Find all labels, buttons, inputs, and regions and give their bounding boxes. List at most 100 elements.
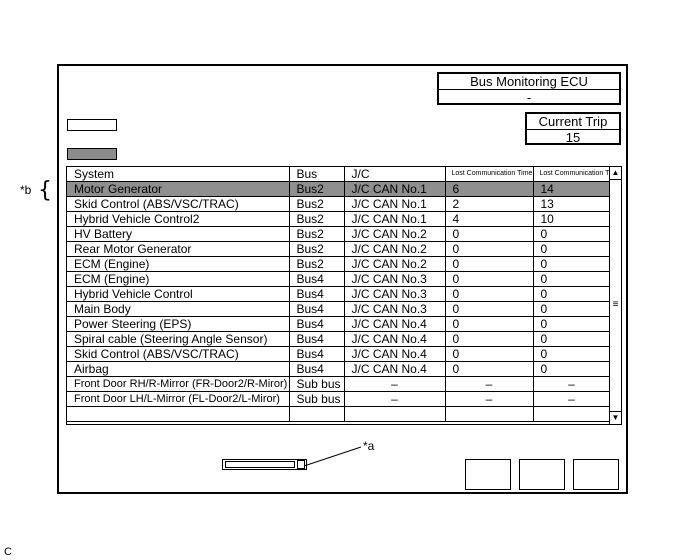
table-row[interactable]: Motor Generator Bus2 J/C CAN No.1 6 14 bbox=[67, 181, 611, 197]
cell-lost-trip: 14 bbox=[533, 181, 611, 197]
cell-lost-time bbox=[445, 406, 534, 422]
cell-system: Main Body bbox=[67, 301, 290, 317]
communication-grid: System Bus J/C Lost Communication Time (… bbox=[67, 167, 611, 422]
cell-lost-time: 0 bbox=[445, 316, 534, 332]
function-button-3[interactable] bbox=[573, 459, 619, 490]
cell-jc: – bbox=[344, 376, 446, 392]
blank-white-button[interactable] bbox=[67, 119, 117, 131]
cell-jc: J/C CAN No.3 bbox=[344, 286, 446, 302]
cell-jc: J/C CAN No.1 bbox=[344, 181, 446, 197]
cell-bus: Bus2 bbox=[289, 211, 345, 227]
cell-bus: Bus4 bbox=[289, 346, 345, 362]
cell-system: Front Door RH/R-Mirror (FR-Door2/R-Miror… bbox=[67, 376, 290, 392]
cell-bus: Bus4 bbox=[289, 301, 345, 317]
cell-bus: Bus4 bbox=[289, 361, 345, 377]
cell-lost-time: 4 bbox=[445, 211, 534, 227]
cell-jc: – bbox=[344, 391, 446, 407]
header-bus[interactable]: Bus bbox=[289, 167, 345, 182]
table-header-row: System Bus J/C Lost Communication Time (… bbox=[67, 167, 611, 182]
cell-jc: J/C CAN No.2 bbox=[344, 226, 446, 242]
cell-bus bbox=[289, 406, 345, 422]
cell-lost-time: – bbox=[445, 376, 534, 392]
header-jc[interactable]: J/C bbox=[344, 167, 446, 182]
cell-system bbox=[67, 406, 290, 422]
table-row[interactable]: Skid Control (ABS/VSC/TRAC) Bus2 J/C CAN… bbox=[67, 196, 611, 212]
table-row[interactable]: Hybrid Vehicle Control2 Bus2 J/C CAN No.… bbox=[67, 211, 611, 227]
callout-a-label: *a bbox=[363, 439, 375, 453]
cell-jc: J/C CAN No.2 bbox=[344, 256, 446, 272]
cell-system: Hybrid Vehicle Control bbox=[67, 286, 290, 302]
cell-lost-time: 0 bbox=[445, 331, 534, 347]
cell-jc: J/C CAN No.4 bbox=[344, 331, 446, 347]
cell-jc: J/C CAN No.4 bbox=[344, 346, 446, 362]
cell-jc: J/C CAN No.1 bbox=[344, 211, 446, 227]
scroll-up-arrow-icon[interactable]: ▲ bbox=[611, 168, 620, 177]
scroll-grip-icon[interactable]: ≡ bbox=[612, 299, 619, 310]
table-row[interactable]: ECM (Engine) Bus4 J/C CAN No.3 0 0 bbox=[67, 271, 611, 287]
table-row[interactable]: Front Door RH/R-Mirror (FR-Door2/R-Miror… bbox=[67, 376, 611, 392]
current-trip-value: 15 bbox=[565, 130, 581, 145]
cell-bus: Bus2 bbox=[289, 196, 345, 212]
table-row[interactable]: Spiral cable (Steering Angle Sensor) Bus… bbox=[67, 331, 611, 347]
table-row[interactable]: Main Body Bus4 J/C CAN No.3 0 0 bbox=[67, 301, 611, 317]
table-row[interactable]: Hybrid Vehicle Control Bus4 J/C CAN No.3… bbox=[67, 286, 611, 302]
communication-table: System Bus J/C Lost Communication Time (… bbox=[66, 166, 622, 425]
cell-bus: Sub bus bbox=[289, 391, 345, 407]
cell-lost-time: 0 bbox=[445, 286, 534, 302]
cell-bus: Bus4 bbox=[289, 271, 345, 287]
horizontal-slider[interactable] bbox=[222, 459, 307, 470]
cell-jc: J/C CAN No.4 bbox=[344, 316, 446, 332]
current-trip-title: Current Trip bbox=[527, 114, 619, 130]
cell-bus: Bus4 bbox=[289, 286, 345, 302]
cell-system: Hybrid Vehicle Control2 bbox=[67, 211, 290, 227]
cell-system: HV Battery bbox=[67, 226, 290, 242]
cell-bus: Bus2 bbox=[289, 241, 345, 257]
cell-bus: Bus2 bbox=[289, 256, 345, 272]
table-row[interactable]: Rear Motor Generator Bus2 J/C CAN No.2 0… bbox=[67, 241, 611, 257]
cell-system: Airbag bbox=[67, 361, 290, 377]
table-row[interactable]: Skid Control (ABS/VSC/TRAC) Bus4 J/C CAN… bbox=[67, 346, 611, 362]
cell-system: ECM (Engine) bbox=[67, 271, 290, 287]
scroll-down-arrow-icon[interactable]: ▼ bbox=[611, 413, 620, 422]
cell-bus: Bus2 bbox=[289, 226, 345, 242]
vertical-scrollbar[interactable]: ▲ ≡ ▼ bbox=[609, 167, 621, 424]
cell-system: Skid Control (ABS/VSC/TRAC) bbox=[67, 196, 290, 212]
table-row[interactable]: Power Steering (EPS) Bus4 J/C CAN No.4 0… bbox=[67, 316, 611, 332]
slider-track[interactable] bbox=[225, 461, 295, 468]
cell-lost-time: 0 bbox=[445, 361, 534, 377]
cell-jc: J/C CAN No.1 bbox=[344, 196, 446, 212]
bus-monitoring-ecu-panel: Bus Monitoring ECU - bbox=[437, 72, 621, 105]
cell-system: ECM (Engine) bbox=[67, 256, 290, 272]
table-row[interactable] bbox=[67, 406, 611, 422]
figure-code: C bbox=[4, 546, 12, 558]
cell-jc bbox=[344, 406, 446, 422]
cell-lost-time: 0 bbox=[445, 346, 534, 362]
current-trip-panel: Current Trip 15 bbox=[525, 112, 621, 145]
cell-lost-time: 0 bbox=[445, 301, 534, 317]
ecu-panel-value: - bbox=[526, 90, 532, 105]
cell-lost-time: 0 bbox=[445, 271, 534, 287]
cell-system: Power Steering (EPS) bbox=[67, 316, 290, 332]
callout-b-label: *b bbox=[20, 183, 32, 197]
function-button-2[interactable] bbox=[519, 459, 565, 490]
cell-system: Motor Generator bbox=[67, 181, 290, 197]
cell-jc: J/C CAN No.3 bbox=[344, 271, 446, 287]
slider-knob[interactable] bbox=[297, 460, 305, 469]
cell-system: Rear Motor Generator bbox=[67, 241, 290, 257]
cell-lost-time: 0 bbox=[445, 226, 534, 242]
cell-bus: Bus4 bbox=[289, 331, 345, 347]
cell-system: Spiral cable (Steering Angle Sensor) bbox=[67, 331, 290, 347]
table-row[interactable]: Front Door LH/L-Mirror (FL-Door2/L-Miror… bbox=[67, 391, 611, 407]
cell-jc: J/C CAN No.4 bbox=[344, 361, 446, 377]
table-row[interactable]: HV Battery Bus2 J/C CAN No.2 0 0 bbox=[67, 226, 611, 242]
cell-lost-trip: 13 bbox=[533, 196, 611, 212]
scroll-track[interactable]: ≡ bbox=[610, 179, 621, 412]
table-row[interactable]: ECM (Engine) Bus2 J/C CAN No.2 0 0 bbox=[67, 256, 611, 272]
function-button-1[interactable] bbox=[465, 459, 511, 490]
header-system[interactable]: System bbox=[67, 167, 290, 182]
blank-gray-button[interactable] bbox=[67, 148, 117, 160]
ecu-panel-title: Bus Monitoring ECU bbox=[439, 74, 619, 90]
header-lost-time[interactable]: Lost Communication Time (s) bbox=[445, 167, 534, 182]
cell-lost-time: 0 bbox=[445, 241, 534, 257]
